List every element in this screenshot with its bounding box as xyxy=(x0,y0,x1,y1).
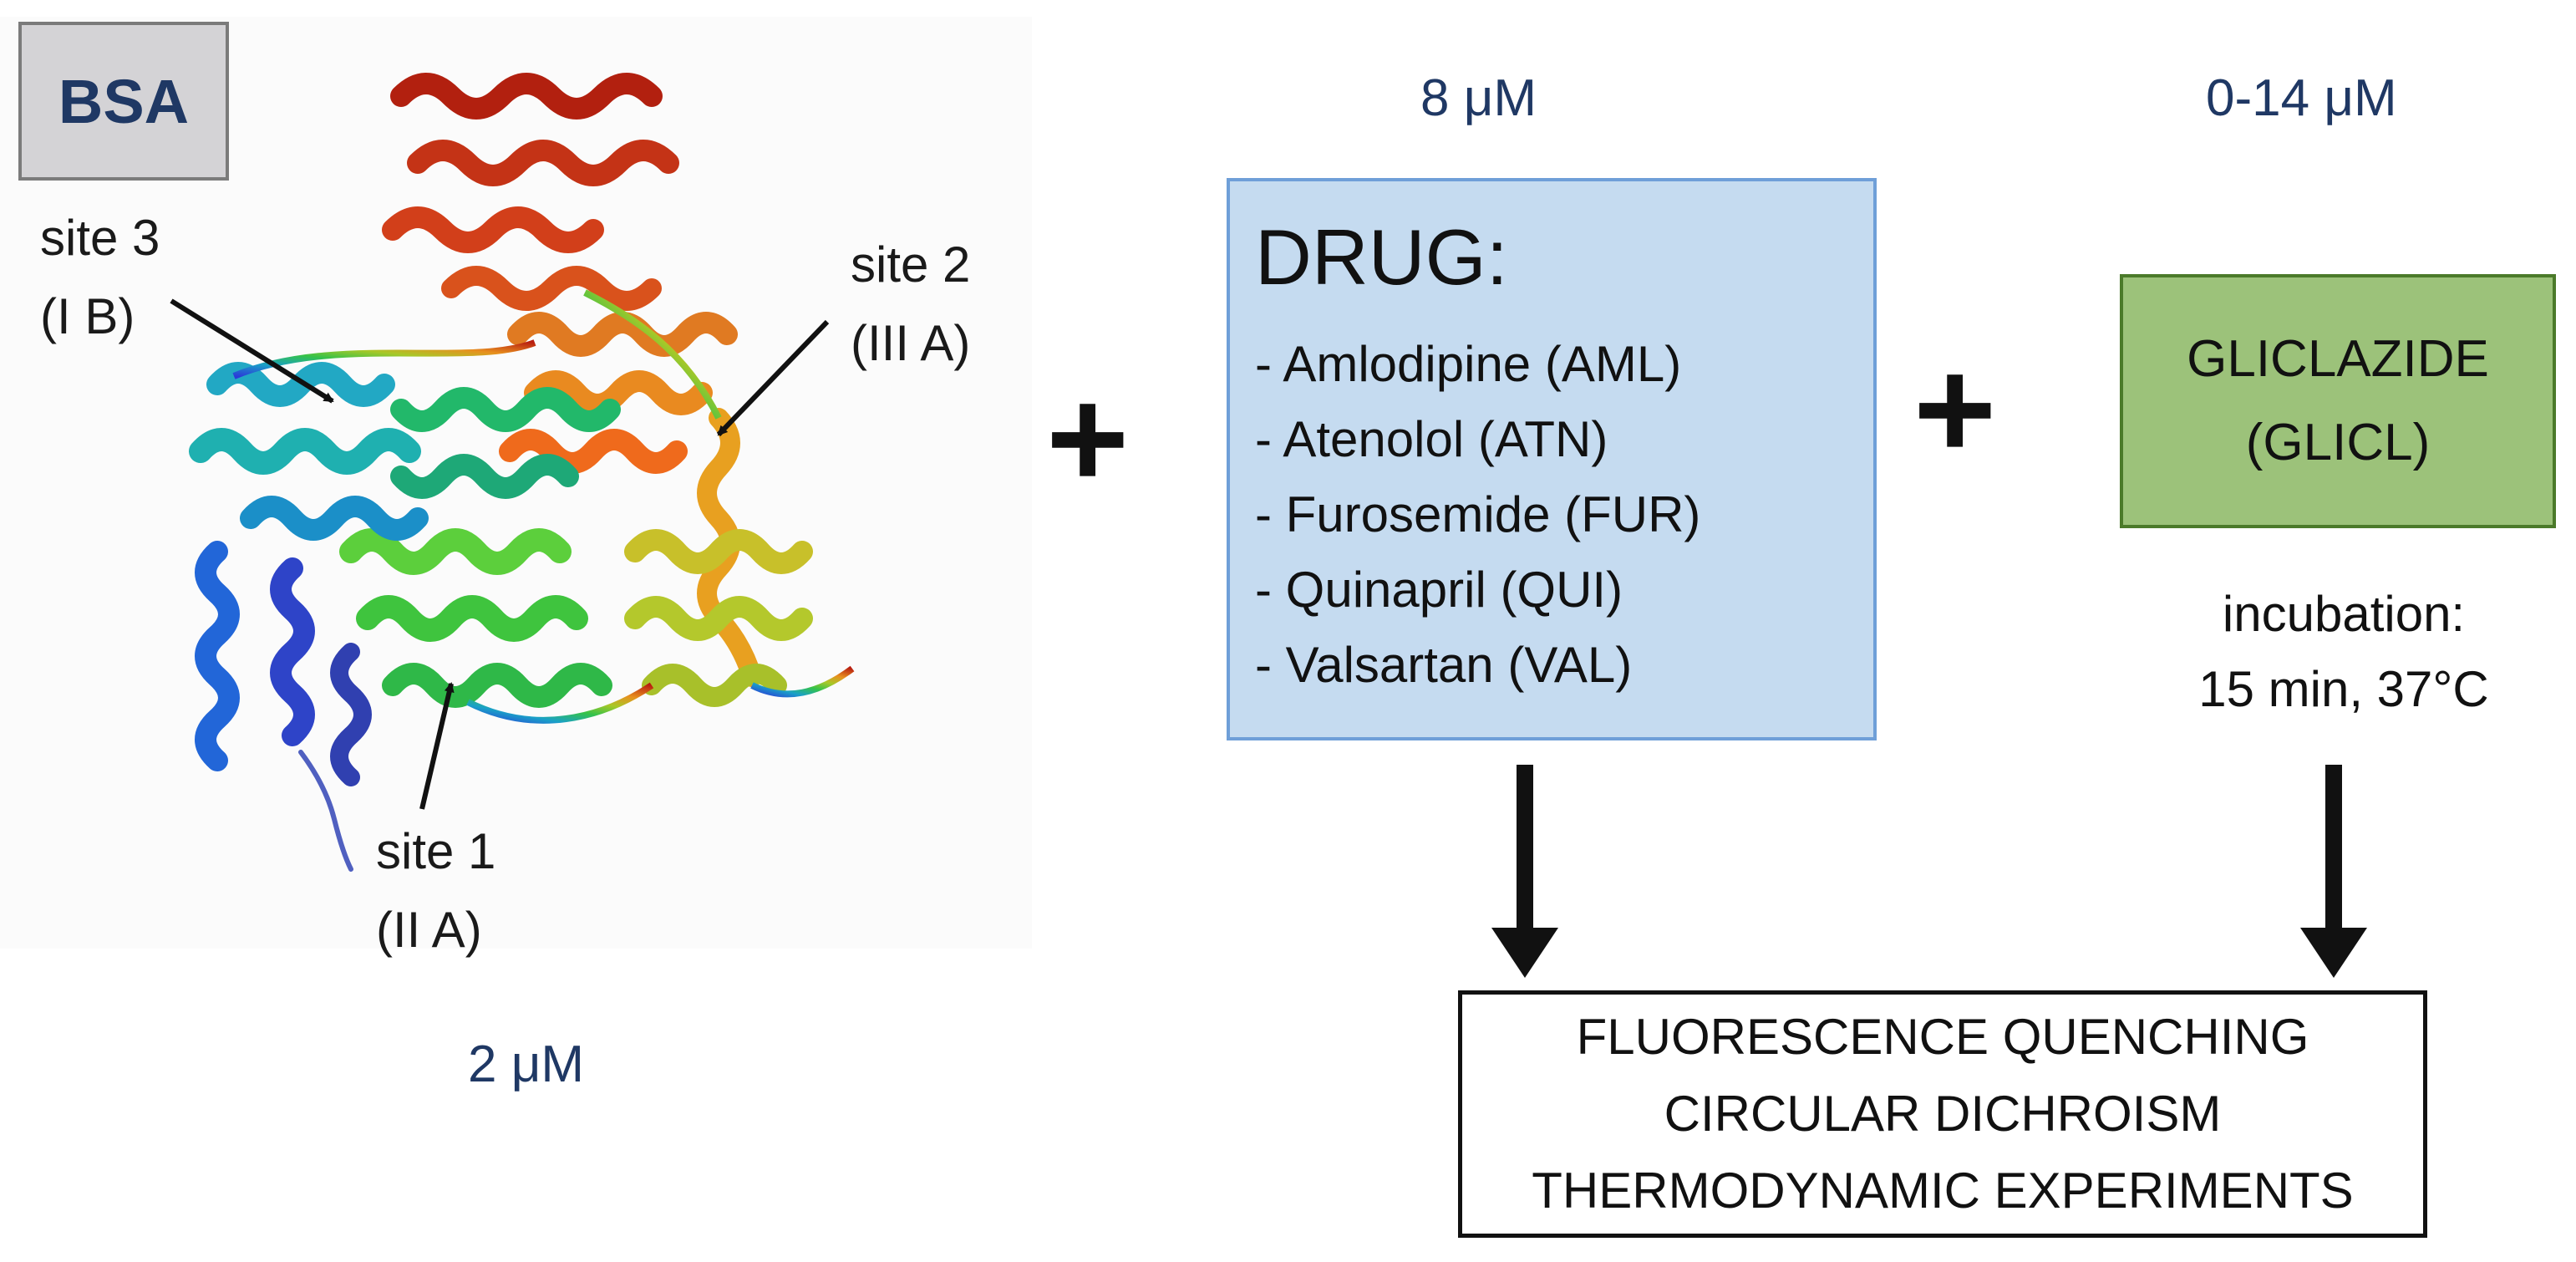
drug-box: DRUG: - Amlodipine (AML) - Atenolol (ATN… xyxy=(1227,178,1877,740)
domain-ii-a-helices xyxy=(339,387,621,708)
loop-connectors xyxy=(232,289,855,724)
domain-iii-b-helices xyxy=(382,73,679,311)
drug-item-valsartan: - Valsartan (VAL) xyxy=(1255,637,1633,693)
drug-concentration: 8 μM xyxy=(1420,69,1537,127)
site-2-name: site 2 xyxy=(851,237,971,293)
bsa-label: BSA xyxy=(18,22,229,181)
gliclazide-name: GLICLAZIDE xyxy=(2187,330,2489,388)
drug-item-quinapril: - Quinapril (QUI) xyxy=(1255,562,1623,618)
bsa-concentration: 2 μM xyxy=(468,1036,585,1093)
domain-i-helices xyxy=(189,362,429,872)
drug-to-methods-arrow xyxy=(1491,765,1558,978)
gliclazide-abbreviation: (GLICL) xyxy=(2245,414,2431,471)
site-2-subdomain: (III A) xyxy=(851,315,971,371)
gliclazide-to-methods-arrow xyxy=(2300,765,2367,978)
drug-title: DRUG: xyxy=(1255,213,1508,301)
plus-sign-1: + xyxy=(1046,359,1130,518)
site-1-label: site 1 (II A) xyxy=(376,812,495,969)
method-circular-dichroism: CIRCULAR DICHROISM xyxy=(1664,1086,2222,1142)
site-1-subdomain: (II A) xyxy=(376,902,482,958)
drug-item-furosemide: - Furosemide (FUR) xyxy=(1255,486,1701,542)
gliclazide-concentration: 0-14 μM xyxy=(2206,69,2397,127)
site-3-subdomain: (I B) xyxy=(40,288,135,344)
site-2-label: site 2 (III A) xyxy=(851,226,970,383)
plus-sign-2: + xyxy=(1913,330,1997,489)
domain-ii-b-helices xyxy=(624,529,813,707)
site-3-name: site 3 xyxy=(40,210,160,266)
methods-box: FLUORESCENCE QUENCHING CIRCULAR DICHROIS… xyxy=(1458,990,2427,1238)
incubation-note: incubation: 15 min, 37°C xyxy=(2139,577,2548,727)
drug-item-atenolol: - Atenolol (ATN) xyxy=(1255,411,1608,467)
method-thermodynamic-experiments: THERMODYNAMIC EXPERIMENTS xyxy=(1532,1163,2354,1219)
method-fluorescence-quenching: FLUORESCENCE QUENCHING xyxy=(1576,1009,2309,1065)
bsa-ribbon-image xyxy=(189,73,855,872)
drug-item-amlodipine: - Amlodipine (AML) xyxy=(1255,336,1682,392)
protein-structure-panel xyxy=(0,17,1032,949)
site-3-label: site 3 (I B) xyxy=(40,199,160,356)
incubation-label: incubation: xyxy=(2222,586,2466,642)
incubation-conditions: 15 min, 37°C xyxy=(2198,661,2489,717)
site-1-name: site 1 xyxy=(376,823,496,879)
gliclazide-box: GLICLAZIDE (GLICL) xyxy=(2120,274,2556,528)
